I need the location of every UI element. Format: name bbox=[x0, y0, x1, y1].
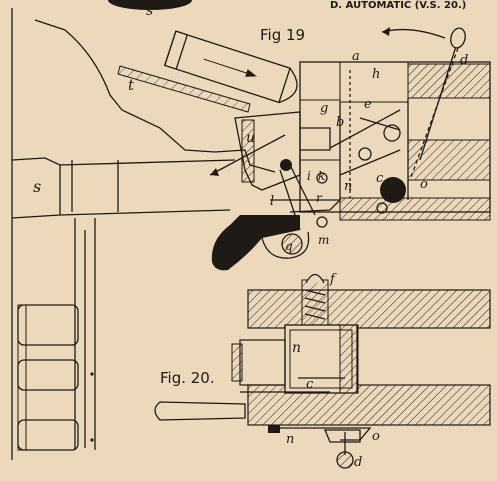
label-c-fig20: c bbox=[306, 377, 314, 392]
magazine-stack bbox=[11, 218, 96, 460]
label-f: f bbox=[329, 272, 337, 287]
label-o-fig20: o bbox=[372, 429, 380, 444]
label-i: i bbox=[307, 169, 311, 183]
label-m: m bbox=[318, 233, 329, 247]
label-n2-fig20: n bbox=[286, 432, 294, 447]
header-letter-s: s bbox=[146, 3, 153, 19]
label-b: b bbox=[336, 115, 344, 130]
label-k: k bbox=[318, 169, 325, 183]
label-d: d bbox=[460, 53, 468, 68]
top-cutoff-blob bbox=[108, 0, 192, 10]
fig20-lever bbox=[154, 401, 246, 421]
label-l: l bbox=[270, 194, 274, 209]
label-r: r bbox=[316, 191, 323, 205]
lever-pivot-o bbox=[380, 177, 406, 203]
label-d-fig20: d bbox=[354, 455, 362, 470]
fig19-drawing: s t bbox=[11, 8, 491, 271]
receiver-hatch-bottom bbox=[339, 197, 491, 221]
feed-bar-t bbox=[117, 65, 251, 113]
label-q: q bbox=[285, 239, 293, 253]
grip bbox=[211, 215, 300, 271]
label-o: o bbox=[420, 177, 428, 192]
label-t: t bbox=[128, 76, 135, 94]
fig19-title: Fig 19 bbox=[260, 26, 305, 44]
label-n-fig20: n bbox=[292, 340, 301, 356]
label-c: c bbox=[376, 171, 384, 186]
label-u: u bbox=[246, 130, 255, 146]
cartridge bbox=[163, 30, 298, 104]
label-g: g bbox=[320, 101, 328, 116]
label-e: e bbox=[364, 97, 372, 112]
stock-body-top bbox=[11, 157, 236, 166]
stock-body-bottom bbox=[11, 209, 231, 219]
label-s: s bbox=[33, 177, 41, 196]
stock-top-curve bbox=[34, 19, 276, 173]
fig20-drawing bbox=[154, 273, 491, 469]
label-n: n bbox=[344, 179, 352, 194]
label-h: h bbox=[372, 67, 380, 82]
header-text: D. AUTOMATIC (V.S. 20.) bbox=[330, 0, 466, 11]
fig20-title: Fig. 20. bbox=[160, 369, 215, 387]
label-a: a bbox=[352, 49, 360, 64]
